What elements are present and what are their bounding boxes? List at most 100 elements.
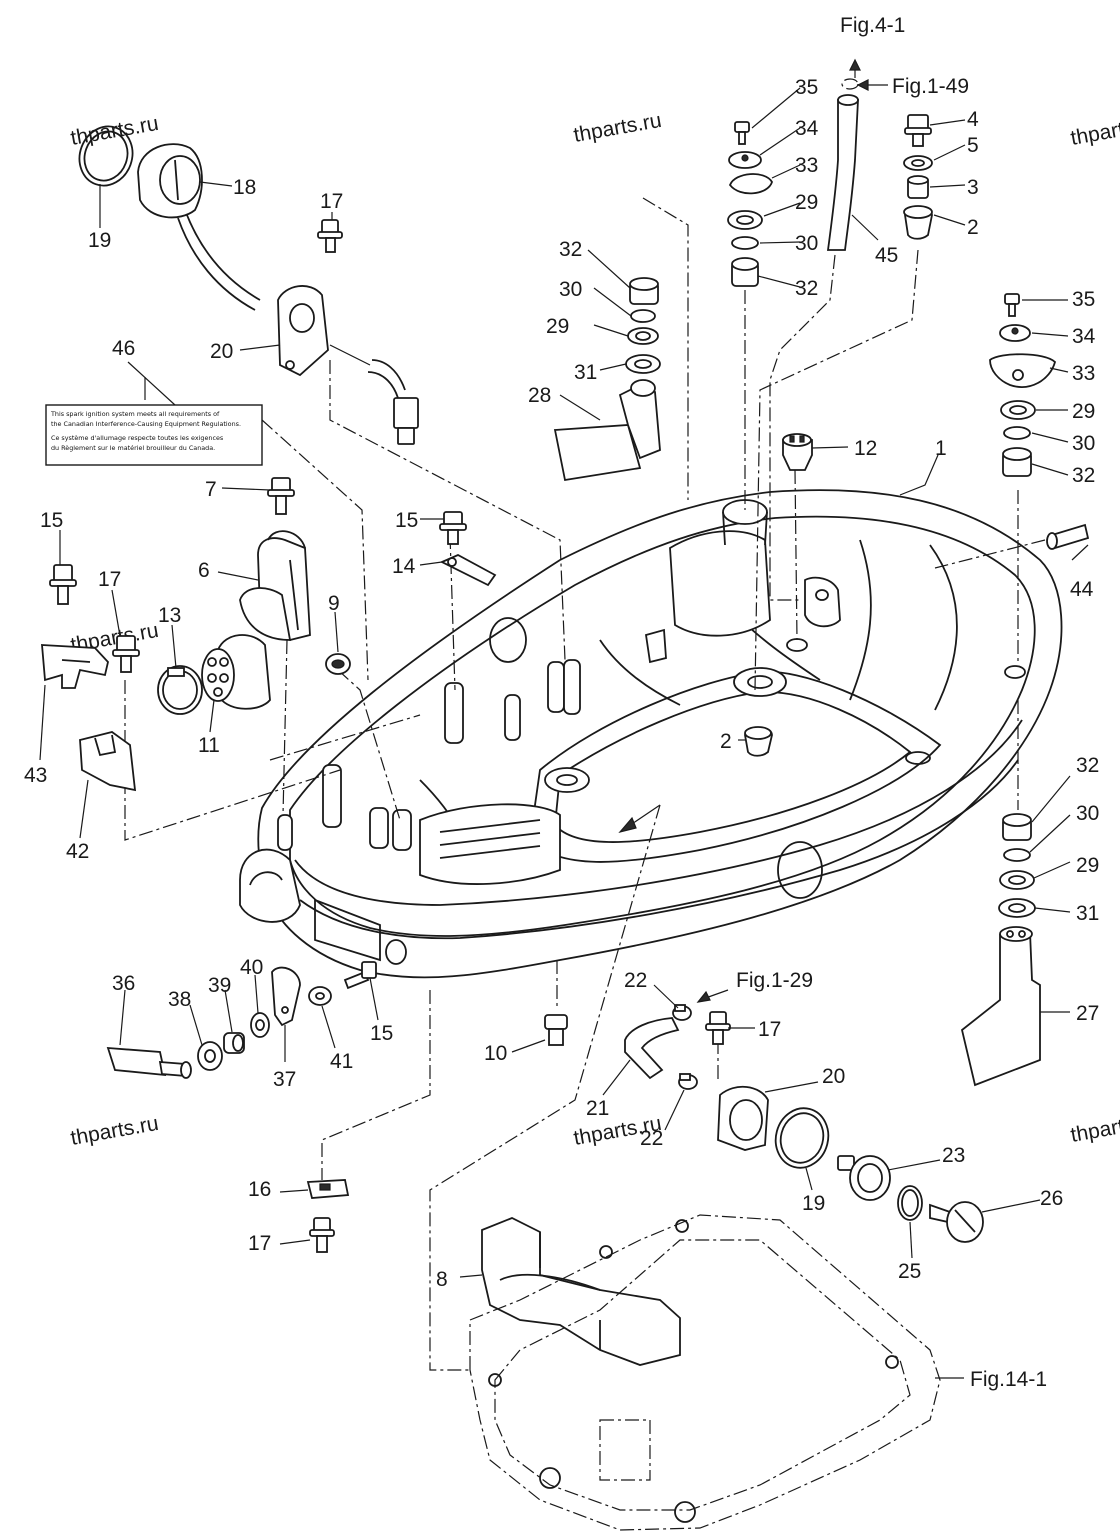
callout-41: 41 bbox=[330, 1050, 353, 1073]
callout-29: 29 bbox=[1072, 400, 1095, 423]
fitting-23 bbox=[837, 1155, 891, 1201]
callout-4: 4 bbox=[967, 108, 979, 131]
callout-45: 45 bbox=[875, 244, 898, 267]
o-ring-19-top bbox=[78, 125, 134, 187]
callout-29: 29 bbox=[546, 315, 569, 338]
callout-19: 19 bbox=[88, 229, 111, 252]
callout-10: 10 bbox=[484, 1042, 507, 1065]
bushing-32-right bbox=[1002, 447, 1032, 477]
callout-2: 2 bbox=[720, 730, 732, 753]
callout-28: 28 bbox=[528, 384, 551, 407]
bushing-32-lower bbox=[1002, 813, 1032, 841]
notice-line: the Canadian Interference-Causing Equipm… bbox=[51, 420, 241, 428]
ref-fig-1-49: Fig.1-49 bbox=[892, 75, 969, 98]
callout-21: 21 bbox=[586, 1097, 609, 1120]
mount-rubber-6 bbox=[239, 530, 311, 641]
callout-17: 17 bbox=[758, 1018, 781, 1041]
o-ring-30-left bbox=[630, 309, 656, 323]
lower-tray-fig-14-1 bbox=[469, 1214, 941, 1531]
bolt-17-lower bbox=[309, 1217, 335, 1253]
washer-31-left bbox=[625, 354, 661, 374]
wire-harness bbox=[329, 344, 419, 445]
callout-5: 5 bbox=[967, 134, 979, 157]
watermark: thparts.ru bbox=[1069, 1109, 1120, 1147]
lever-27 bbox=[960, 926, 1041, 1087]
o-ring-30-right bbox=[1003, 426, 1031, 440]
collar-38 bbox=[197, 1041, 223, 1071]
callout-19: 19 bbox=[802, 1192, 825, 1215]
bushing-39 bbox=[223, 1032, 245, 1054]
callout-36: 36 bbox=[112, 972, 135, 995]
plate-34-right bbox=[999, 324, 1031, 342]
callout-30: 30 bbox=[559, 278, 582, 301]
callout-40: 40 bbox=[240, 956, 263, 979]
callout-22: 22 bbox=[624, 969, 647, 992]
collar-3 bbox=[907, 175, 929, 199]
callout-27: 27 bbox=[1076, 1002, 1099, 1025]
ref-fig-4-1: Fig.4-1 bbox=[840, 14, 905, 37]
o-ring-30-lower bbox=[1003, 848, 1031, 862]
cam-33-right bbox=[989, 353, 1057, 388]
callout-32: 32 bbox=[1076, 754, 1099, 777]
strap-14 bbox=[439, 553, 497, 587]
bushing-32-left bbox=[629, 277, 659, 305]
callout-17: 17 bbox=[248, 1232, 271, 1255]
callout-6: 6 bbox=[198, 559, 210, 582]
watermark: thparts.ru bbox=[572, 109, 663, 147]
callout-33: 33 bbox=[795, 154, 818, 177]
callout-38: 38 bbox=[168, 988, 191, 1011]
notice-line: This spark ignition system meets all req… bbox=[50, 410, 220, 418]
cap-26 bbox=[929, 1201, 984, 1243]
plate-34-center bbox=[728, 151, 762, 169]
o-ring-25 bbox=[897, 1185, 923, 1221]
callout-30: 30 bbox=[1076, 802, 1099, 825]
bolt-17-right bbox=[705, 1011, 731, 1045]
screw-15-lower bbox=[343, 961, 377, 990]
callout-22: 22 bbox=[640, 1127, 663, 1150]
bushing-32-center bbox=[731, 257, 759, 287]
bolt-17-top bbox=[317, 219, 343, 253]
callout-31: 31 bbox=[574, 361, 597, 384]
callouts: 1 2 2 3 4 5 6 7 8 9 10 11 12 13 14 15 15… bbox=[24, 76, 1099, 1291]
notice-label-46: This spark ignition system meets all req… bbox=[45, 404, 263, 466]
leader-lines bbox=[39, 58, 1089, 1379]
callout-12: 12 bbox=[854, 437, 877, 460]
callout-14: 14 bbox=[392, 555, 416, 578]
washer-5 bbox=[903, 155, 933, 171]
callout-37: 37 bbox=[273, 1068, 296, 1091]
callout-17: 17 bbox=[98, 568, 121, 591]
pin-44 bbox=[1046, 523, 1090, 550]
clip-43 bbox=[41, 644, 109, 689]
callout-32: 32 bbox=[795, 277, 818, 300]
watermark: thparts.ru bbox=[69, 1112, 160, 1150]
hose-clamp-13 bbox=[157, 665, 203, 715]
o-ring-30-center bbox=[731, 236, 759, 250]
callout-32: 32 bbox=[559, 238, 582, 261]
callout-29: 29 bbox=[795, 191, 818, 214]
notice-line: Ce système d'allumage respecte toutes le… bbox=[51, 434, 224, 442]
callout-2: 2 bbox=[967, 216, 979, 239]
grommet-2-mid bbox=[744, 726, 773, 757]
bolt-15-left bbox=[49, 564, 77, 605]
callout-30: 30 bbox=[795, 232, 818, 255]
hose-21 bbox=[624, 1017, 680, 1080]
callout-23: 23 bbox=[942, 1144, 965, 1167]
washer-29-right bbox=[1000, 400, 1036, 420]
cam-33-center bbox=[728, 173, 773, 195]
washer-41 bbox=[308, 986, 332, 1006]
hook-37 bbox=[271, 966, 301, 1027]
callout-43: 43 bbox=[24, 764, 47, 787]
callout-3: 3 bbox=[967, 176, 979, 199]
callout-16: 16 bbox=[248, 1178, 271, 1201]
callout-11: 11 bbox=[198, 734, 220, 757]
bolt-7 bbox=[267, 477, 295, 515]
screw-35-right bbox=[1004, 293, 1020, 317]
lever-28 bbox=[553, 379, 661, 482]
grommet-11 bbox=[201, 634, 271, 710]
screw-35-center bbox=[734, 121, 750, 145]
callout-35: 35 bbox=[795, 76, 818, 99]
callout-18: 18 bbox=[233, 176, 256, 199]
callout-15: 15 bbox=[40, 509, 63, 532]
callout-34: 34 bbox=[1072, 325, 1096, 348]
o-ring-19-lower bbox=[774, 1107, 830, 1169]
